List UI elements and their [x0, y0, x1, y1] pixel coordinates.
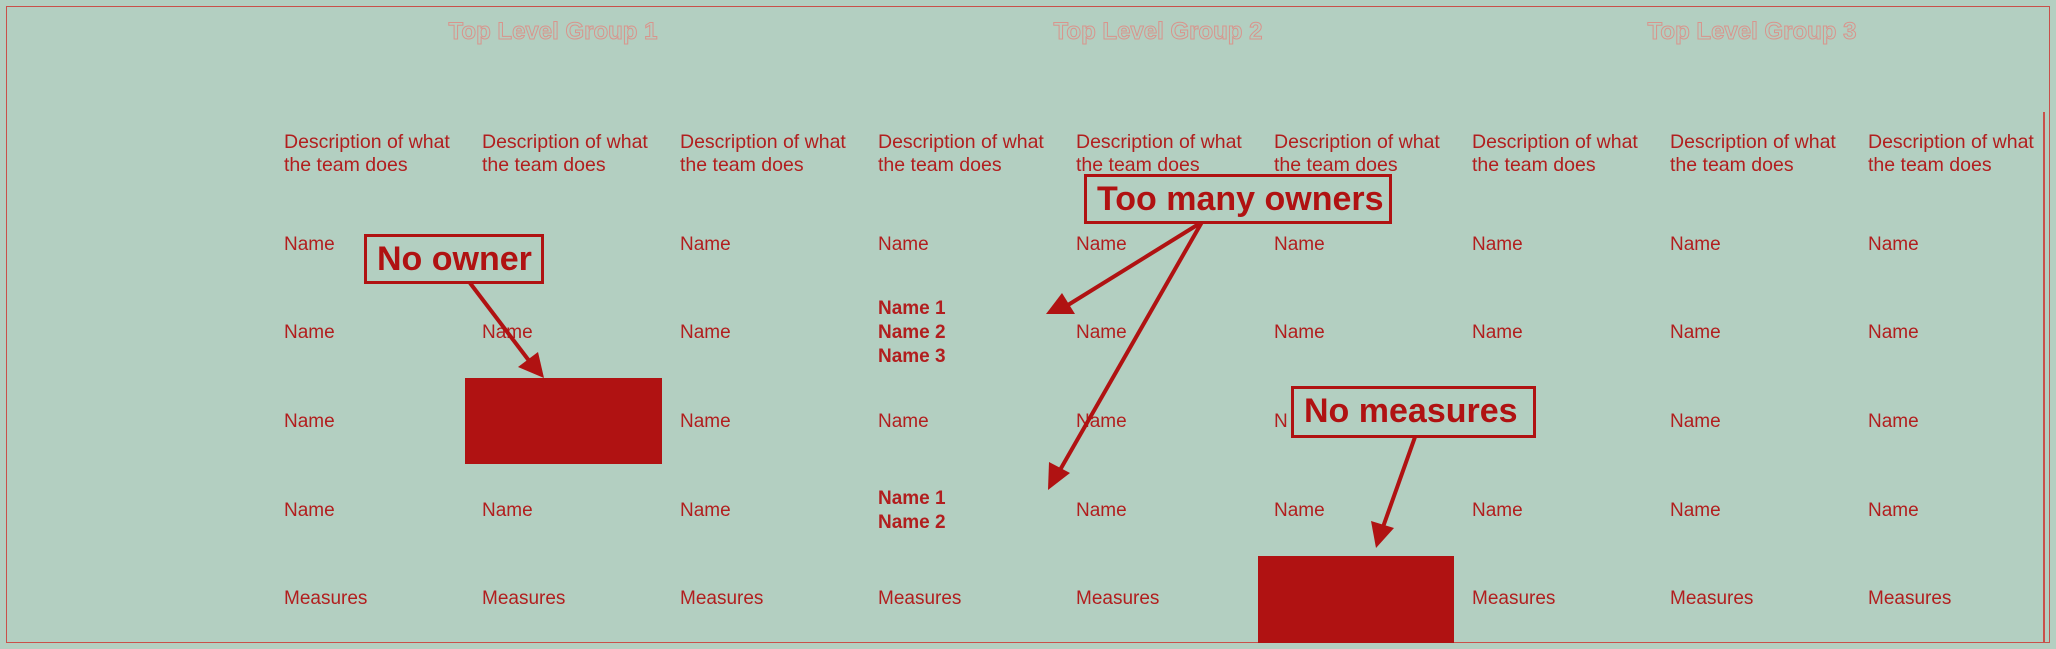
callout-too-many-owners: Too many owners — [1084, 174, 1392, 224]
owner-name: N — [1274, 411, 1288, 432]
owner-name: Name — [1670, 500, 1721, 521]
owner-name: Name — [878, 234, 929, 255]
measures-label: Measures — [1472, 588, 1556, 609]
multiple-owners-cell: Name 1 Name 2 — [878, 487, 1058, 535]
owner-name: Name — [1670, 234, 1721, 255]
measures-label: Measures — [1868, 588, 1952, 609]
owner-name: Name — [284, 234, 335, 255]
measures-label: Measures — [878, 588, 962, 609]
measures-label: Measures — [1076, 588, 1160, 609]
owner-name-line: Name 1 — [878, 298, 946, 319]
arrow-no-measures — [1381, 436, 1417, 528]
callout-no-measures: No measures — [1291, 386, 1536, 438]
owner-name-line: Name 2 — [878, 512, 946, 533]
owner-name: Name — [1076, 500, 1127, 521]
owner-name: Name — [1472, 322, 1523, 343]
diagram-frame — [6, 6, 2050, 643]
multiple-owners-cell: Name 1 Name 2 Name 3 — [878, 297, 1058, 369]
owner-name: Name — [1868, 322, 1919, 343]
measures-label: Measures — [680, 588, 764, 609]
frame-edge — [2043, 112, 2045, 642]
owner-name-line: Name 3 — [878, 346, 946, 367]
callout-no-owner: No owner — [364, 234, 544, 284]
owner-name: Name — [680, 234, 731, 255]
arrow-head — [518, 352, 544, 378]
arrow-too-many-owners-upper — [1066, 220, 1204, 307]
owner-name: Name — [284, 322, 335, 343]
owner-name: Name — [878, 411, 929, 432]
arrow-no-owner — [468, 281, 532, 364]
owner-name: Name — [1472, 234, 1523, 255]
team-description: Description of what the team does — [878, 131, 1044, 176]
owner-name: Name — [1472, 500, 1523, 521]
owner-name-line: Name 2 — [878, 322, 946, 343]
arrow-head — [1371, 521, 1394, 548]
owner-name: Name — [680, 411, 731, 432]
owner-name: Name — [1076, 234, 1127, 255]
owner-name: Name — [1274, 500, 1325, 521]
measures-label: Measures — [1670, 588, 1754, 609]
group-title-3: Top Level Group 3 — [1647, 18, 1857, 46]
owner-name: Name — [1274, 234, 1325, 255]
owner-name: Name — [1274, 322, 1325, 343]
owner-name: Name — [1670, 411, 1721, 432]
owner-name: Name — [680, 322, 731, 343]
arrow-head — [1048, 462, 1070, 490]
group-title-2: Top Level Group 2 — [1053, 18, 1263, 46]
owner-name: Name — [1868, 411, 1919, 432]
missing-measures-block — [1258, 556, 1454, 643]
missing-owner-block — [465, 378, 662, 464]
measures-label: Measures — [284, 588, 368, 609]
group-title-1: Top Level Group 1 — [448, 18, 658, 46]
team-description: Description of what the team does — [1274, 131, 1440, 176]
owner-name: Name — [680, 500, 731, 521]
team-description: Description of what the team does — [680, 131, 846, 176]
team-description: Description of what the team does — [482, 131, 648, 176]
team-description: Description of what the team does — [284, 131, 450, 176]
owner-name: Name — [1670, 322, 1721, 343]
team-description: Description of what the team does — [1670, 131, 1836, 176]
arrow-head — [1046, 293, 1075, 314]
owner-name: Name — [1868, 234, 1919, 255]
owner-name: Name — [1868, 500, 1919, 521]
owner-name: Name — [1076, 322, 1127, 343]
measures-label: Measures — [482, 588, 566, 609]
owner-name: Name — [284, 500, 335, 521]
owner-name: Name — [284, 411, 335, 432]
arrow-too-many-owners-lower — [1058, 221, 1204, 471]
team-description: Description of what the team does — [1076, 131, 1242, 176]
team-description: Description of what the team does — [1472, 131, 1638, 176]
owner-name: Name — [482, 500, 533, 521]
owner-name-line: Name 1 — [878, 488, 946, 509]
team-description: Description of what the team does — [1868, 131, 2034, 176]
